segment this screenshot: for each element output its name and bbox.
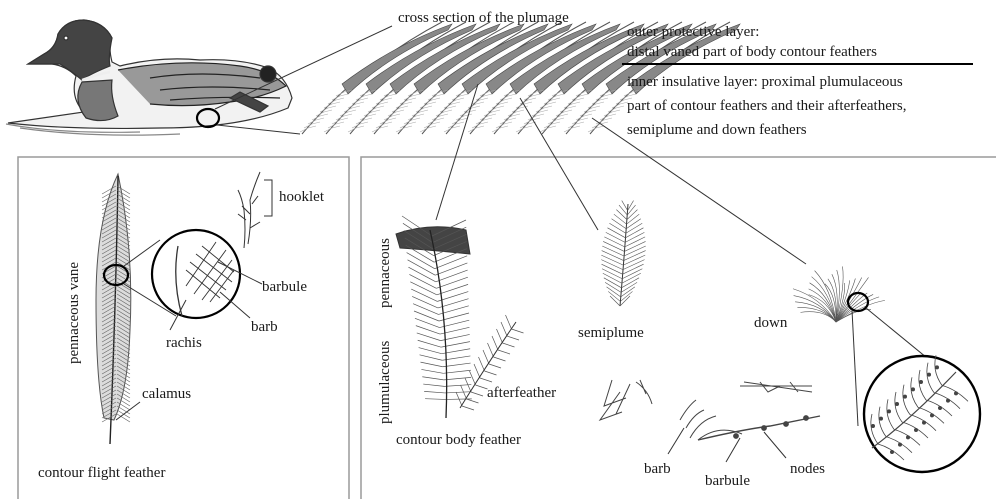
- barb-label-right: barb: [644, 460, 671, 478]
- outer-layer-line-1: outer protective layer:: [627, 22, 759, 42]
- outer-layer-line-2: distal vaned part of body contour feathe…: [627, 42, 877, 62]
- down-detail-zoom: [864, 355, 980, 472]
- rachis-label: rachis: [166, 334, 202, 352]
- semiplume-label: semiplume: [578, 324, 644, 342]
- nodes-label: nodes: [790, 460, 825, 478]
- inner-layer-line-3: semiplume and down feathers: [627, 120, 807, 140]
- flight-feather: [96, 174, 131, 444]
- down-label: down: [754, 314, 787, 332]
- barb-fragments: [600, 380, 820, 440]
- pennaceous-vane-label: pennaceous vane: [65, 262, 83, 364]
- hooklet-label: hooklet: [279, 188, 324, 206]
- barbule-label-left: barbule: [262, 278, 307, 296]
- duck-illustration: [6, 20, 292, 135]
- cross-section-label: cross section of the plumage: [398, 9, 569, 27]
- hooklet-drawing: [238, 172, 260, 248]
- pennaceous-label: pennaceous: [376, 238, 394, 308]
- afterfeather-label: afterfeather: [487, 384, 556, 402]
- plumulaceous-label: plumulaceous: [376, 341, 394, 424]
- barb-label-left: barb: [251, 318, 278, 336]
- hooklet-bracket: [264, 180, 272, 216]
- calamus-label: calamus: [142, 385, 191, 403]
- inner-layer-line-2: part of contour feathers and their after…: [627, 96, 906, 116]
- flight-feather-caption: contour flight feather: [38, 464, 165, 482]
- barb-detail-zoom: [152, 230, 240, 318]
- contour-body-feather-caption: contour body feather: [396, 431, 521, 449]
- inner-layer-line-1: inner insulative layer: proximal plumula…: [627, 72, 903, 92]
- down-feather: [793, 266, 885, 322]
- barbule-label-right: barbule: [705, 472, 750, 490]
- semiplume-feather: [601, 201, 645, 306]
